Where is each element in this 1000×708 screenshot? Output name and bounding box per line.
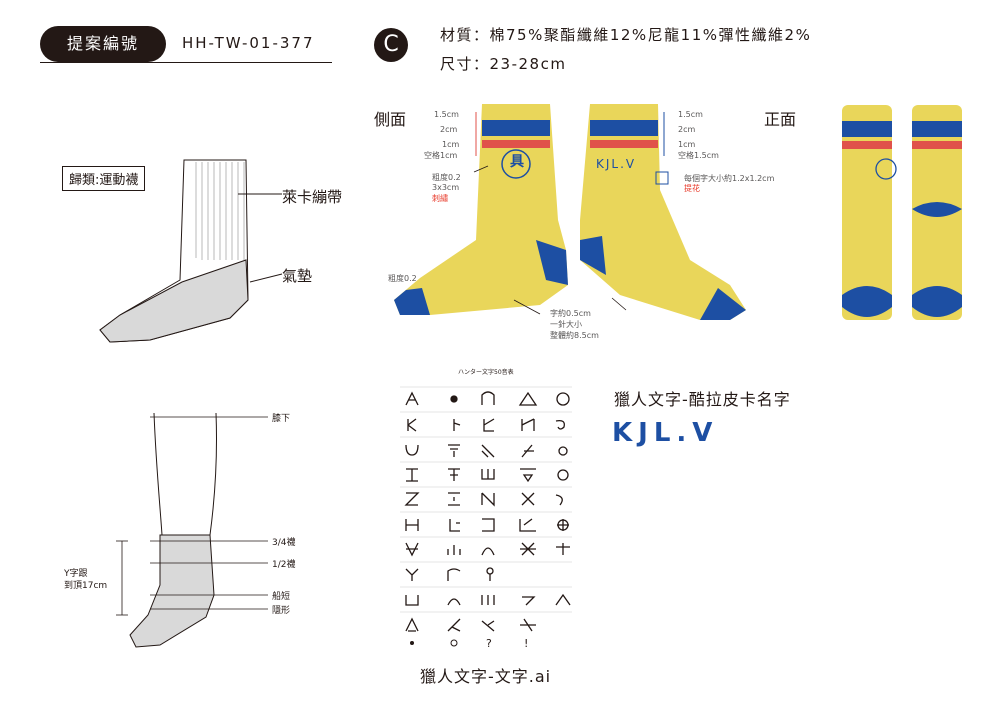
hidden-label: 隱形 (272, 606, 291, 616)
side-view-socks (394, 104, 746, 320)
hunter-alphabet-chart: ? ! (400, 386, 572, 650)
hunter-name-title: 獵人文字-酷拉皮卡名字 (614, 390, 791, 409)
embroidery-size: 3x3cm (432, 183, 460, 192)
cushion-label: 氣墊 (282, 267, 313, 285)
option-badge: C (374, 28, 408, 62)
header-underline (40, 62, 332, 63)
y-heel-label: Y字跟 (64, 569, 88, 579)
hunter-chart-title: ハンター文字50音表 (458, 369, 514, 376)
spec-right-3: 1cm (678, 140, 696, 149)
knee-label: 膝下 (272, 414, 291, 424)
band-label: 萊卡繃帶 (282, 188, 343, 206)
hunter-chart-caption: 獵人文字-文字.ai (420, 667, 552, 686)
text-size-note: 字約0.5cm (550, 309, 591, 318)
material-spec: 材質：棉75%聚酯纖維12%尼龍11%彈性纖維2% (440, 26, 812, 44)
spec-left-1: 1.5cm (434, 110, 459, 119)
hunter-name-glyphs: KJL.V (612, 418, 719, 448)
front-view-title: 正面 (764, 110, 797, 129)
three-quarter-label: 3/4襪 (272, 538, 296, 548)
front-view-socks (842, 105, 962, 320)
y-height-label: 到頂17cm (64, 581, 108, 591)
spec-right-2: 2cm (678, 125, 696, 134)
jacquard-note: 提花 (684, 184, 700, 193)
embroidery-note: 刺繡 (432, 194, 448, 203)
proposal-label: 提案編號 (40, 26, 166, 62)
stitch-note: 一針大小 (550, 320, 582, 329)
svg-text:?: ? (486, 637, 492, 650)
sock-height-diagram (116, 412, 268, 648)
proposal-code: HH-TW-01-377 (182, 34, 315, 52)
sock-diagram (99, 159, 283, 343)
embroidery-thickness: 粗度0.2 (432, 173, 461, 182)
side-view-title: 側面 (374, 110, 407, 129)
jacquard-size: 每個字大小約1.2x1.2cm (684, 174, 775, 183)
size-spec: 尺寸：23-28cm (440, 55, 567, 73)
spec-left-3: 1cm (442, 140, 460, 149)
boat-label: 船短 (272, 592, 291, 602)
embroidery-logo: 具 (510, 154, 524, 170)
svg-text:!: ! (524, 637, 528, 650)
spec-right-1: 1.5cm (678, 110, 703, 119)
spec-left-2: 2cm (440, 125, 458, 134)
spec-right-4: 空格1.5cm (678, 151, 719, 160)
overall-note: 整體約8.5cm (550, 331, 599, 340)
thickness-note: 粗度0.2 (388, 274, 417, 283)
spec-left-4: 空格1cm (424, 151, 458, 160)
jacquard-word: KJL.V (596, 157, 637, 171)
category-label: 歸類:運動襪 (62, 166, 146, 191)
half-label: 1/2襪 (272, 560, 296, 570)
